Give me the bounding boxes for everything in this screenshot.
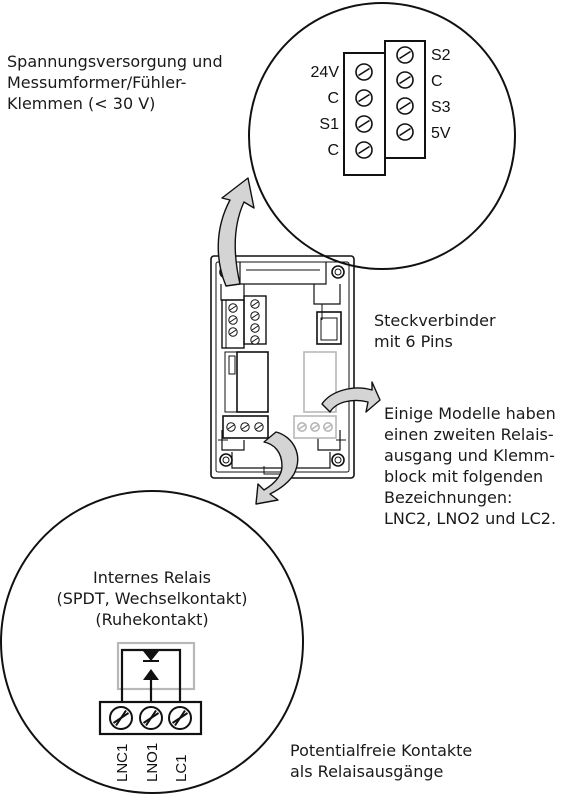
arrow-to-internal-relay <box>255 431 299 505</box>
label-line: (Ruhekontakt) <box>95 610 209 629</box>
relay-terminal-block <box>98 700 203 736</box>
relay-terminal-label: LNC1 <box>114 744 131 782</box>
terminal-label: S1 <box>319 116 339 133</box>
screw-icon <box>355 115 373 133</box>
relay-terminal-label: LC1 <box>173 754 190 782</box>
label-line: als Relaisausgänge <box>290 762 444 781</box>
label-line: Bezeichnungen: <box>384 488 513 507</box>
label-line: Spannungsversorgung und <box>7 52 223 71</box>
screw-icon <box>355 89 373 107</box>
label-line: Messumformer/Fühler- <box>7 73 187 92</box>
screw-icon <box>396 71 414 89</box>
screw-icon <box>396 46 414 64</box>
terminal-label: 24V <box>311 64 340 81</box>
sensor-terminal-block <box>384 40 426 159</box>
label-line: ausgang und Klemm- <box>384 446 555 465</box>
terminal-label: S2 <box>431 47 451 64</box>
label-line: LNC2, LNO2 und LC2. <box>384 509 557 528</box>
label-line: block mit folgenden <box>384 467 544 486</box>
screw-icon <box>396 123 414 141</box>
screw-icon <box>168 706 192 730</box>
relay-terminal-label: LNO1 <box>144 743 161 782</box>
label-line: Internes Relais <box>93 568 211 587</box>
terminal-label: C <box>327 90 339 107</box>
label-line: (SPDT, Wechselkontakt) <box>56 589 248 608</box>
connector-label: Steckverbinder mit 6 Pins <box>374 310 496 352</box>
terminal-label: 5V <box>431 125 451 142</box>
second-relay-label: Einige Modelle haben einen zweiten Relai… <box>384 403 556 529</box>
label-line: Einige Modelle haben <box>384 404 556 423</box>
screw-icon <box>355 141 373 159</box>
arrow-to-second-relay-note <box>321 381 381 413</box>
device-relay-block <box>222 415 269 439</box>
label-line: einen zweiten Relais- <box>384 425 554 444</box>
screw-icon <box>355 63 373 81</box>
label-line: Steckverbinder <box>374 311 496 330</box>
optional-second-relay <box>293 351 337 439</box>
relay-symbol <box>116 641 196 702</box>
screw-icon <box>139 706 163 730</box>
callout-arrows <box>217 177 381 505</box>
terminal-label: S3 <box>431 99 451 116</box>
label-line: mit 6 Pins <box>374 332 453 351</box>
terminal-label: C <box>327 142 339 159</box>
screw-icon <box>109 706 133 730</box>
screw-icon <box>396 97 414 115</box>
label-line: Potentialfreie Kontakte <box>290 741 473 760</box>
supply-terminal-block <box>343 52 386 176</box>
terminal-label: C <box>431 73 443 90</box>
arrow-to-supply-terminals <box>217 177 255 287</box>
supply-terminals-label: Spannungsversorgung und Messumformer/Füh… <box>7 51 223 114</box>
label-line: Klemmen (< 30 V) <box>7 94 156 113</box>
potential-free-label: Potentialfreie Kontakte als Relaisausgän… <box>290 740 472 782</box>
internal-relay-label: Internes Relais (SPDT, Wechselkontakt) (… <box>34 567 270 630</box>
